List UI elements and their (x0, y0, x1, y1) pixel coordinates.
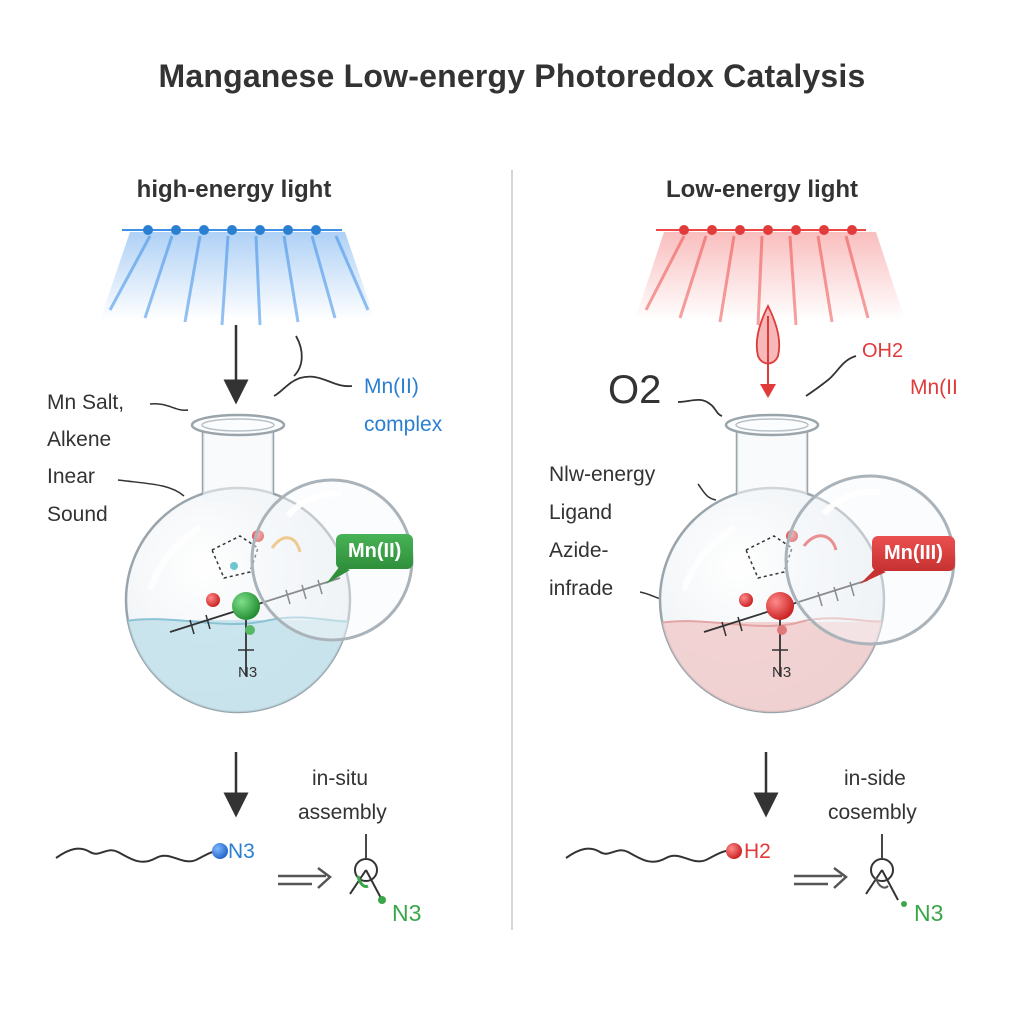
left-molecule (169, 530, 341, 676)
right-input-leader-1 (697, 483, 717, 501)
right-light-source (635, 225, 905, 326)
right-reaction-arrow (794, 867, 848, 889)
left-chain-ball (212, 843, 228, 859)
left-mn-badge: Mn(II) (336, 534, 414, 569)
right-chain-ball (726, 843, 742, 859)
right-input-1: Nlw-energy (549, 463, 656, 486)
left-complex-connector (273, 375, 353, 397)
left-flask-mark: N3 (238, 664, 258, 681)
left-input-leader-2 (117, 479, 185, 497)
right-light-probe (755, 303, 781, 398)
left-input-3: Inear (47, 465, 95, 488)
right-molecule (703, 530, 869, 676)
right-chain-group: H2 (744, 840, 771, 863)
right-oh2-label: OH2 (862, 340, 904, 362)
left-panel-heading: high-energy light (136, 176, 332, 203)
left-badge-pointer (326, 566, 350, 584)
left-complex-label-1: Mn(II) (364, 375, 419, 398)
right-badge-pointer (860, 568, 886, 584)
left-light-source (100, 225, 375, 326)
right-input-3: Azide- (549, 539, 609, 562)
left-product-structure (349, 858, 386, 904)
right-o2-label: O2 (608, 368, 662, 412)
left-chain-group: N3 (228, 840, 255, 863)
right-input-2: Ligand (549, 501, 613, 524)
left-complex-label-2: complex (364, 413, 443, 436)
right-product-structure (865, 858, 907, 907)
left-input-4: Sound (47, 503, 108, 526)
left-complex-hook (293, 335, 303, 377)
left-input-leader-1 (149, 403, 189, 411)
left-product-chain (55, 847, 217, 863)
left-step-label-2: assembly (298, 801, 387, 824)
left-input-1: Mn Salt, (47, 391, 125, 414)
right-step-label-2: cosembly (828, 801, 917, 824)
page-title: Manganese Low-energy Photoredox Catalysi… (158, 58, 866, 94)
left-product-group: N3 (392, 900, 422, 926)
right-oh2-connector (805, 355, 857, 397)
left-step-label-1: in-situ (312, 767, 369, 790)
right-mn-badge: Mn(III) (872, 536, 955, 571)
right-panel-heading: Low-energy light (666, 176, 858, 203)
left-input-2: Alkene (47, 428, 112, 451)
right-step-label-1: in-side (844, 767, 906, 790)
right-o2-connector (677, 398, 723, 417)
right-product-group: N3 (914, 900, 944, 926)
right-mn-label: Mn(II (910, 376, 958, 399)
right-flask-mark: N3 (772, 664, 792, 681)
right-product-chain (565, 847, 727, 863)
left-reaction-arrow (278, 867, 332, 889)
right-input-4: infrade (549, 577, 614, 600)
